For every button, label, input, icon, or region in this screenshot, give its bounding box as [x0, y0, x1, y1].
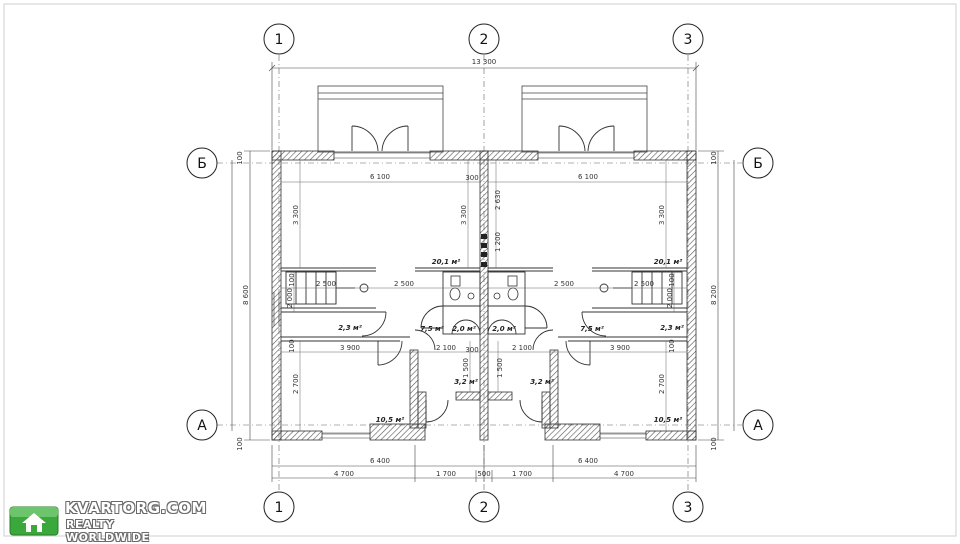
dim-room-width-left: 6 100: [370, 173, 390, 181]
dim-bottom-4700-left: 4 700: [334, 470, 354, 478]
dim-overall-top: 13 300: [472, 58, 497, 66]
area-entry-right: 3,2 м²: [530, 378, 555, 386]
grid-label-bottom-1: 1: [275, 500, 284, 516]
dim-bottom-4700-right: 4 700: [614, 470, 634, 478]
dim-stair-height-right: 2 000: [666, 288, 674, 308]
terrace-right: [521, 85, 648, 153]
windows: [273, 292, 646, 435]
grid-bubbles: [186, 23, 774, 523]
dim-room-width-right: 6 100: [578, 173, 598, 181]
dim-bottom-6400-left: 6 400: [370, 457, 390, 465]
grid-label-top-1: 1: [275, 32, 284, 48]
grid-bubble-top-1: [263, 23, 295, 55]
dim-stair-height-left: 2 000: [286, 288, 294, 308]
watermark-subtitle: REALTY WORLDWIDE: [66, 518, 150, 544]
dim-corridor-mid-left: 1 500: [462, 358, 470, 378]
dim-wall-100-tl: 100: [288, 273, 296, 286]
vent-shafts: [481, 234, 487, 267]
dim-wall-100-bl: 100: [288, 339, 296, 352]
grid-bubble-top-3: [672, 23, 704, 55]
toilet-left: [450, 275, 461, 287]
dim-stair-left: 2 500: [316, 280, 336, 288]
side-dimension-lines: [231, 150, 735, 441]
grid-label-right-a: А: [753, 418, 763, 434]
dim-hall-right: 2 500: [554, 280, 574, 288]
grid-bubble-right-b: [742, 147, 774, 179]
grid-label-left-b: Б: [197, 156, 207, 172]
grid-bubble-right-a: [742, 409, 774, 441]
dim-corridor-left: 2 100: [436, 344, 456, 352]
dim-wall-100-br: 100: [668, 339, 676, 352]
doors: [351, 125, 615, 423]
grid-bubble-top-2: [468, 23, 500, 55]
bottom-dimension-lines: [271, 445, 697, 482]
dim-bed-width-right: 3 900: [610, 344, 630, 352]
dimension-labels: 6 100 6 100 3 300 3 300 3 300 2 630 1 20…: [236, 151, 718, 478]
dim-bottom-6400-right: 6 400: [578, 457, 598, 465]
area-bed-left: 10,5 м²: [376, 416, 405, 424]
room-area-labels: 20,1 м² 20,1 м² 2,3 м² 2,3 м² 7,5 м² 7,5…: [338, 258, 685, 424]
dim-mid-upper: 2 630: [494, 190, 502, 210]
dim-mid-lower: 1 200: [494, 232, 502, 252]
area-hall-left: 7,5 м²: [420, 325, 445, 333]
dim-corridor-mid-right: 1 500: [496, 358, 504, 378]
area-bed-right: 10,5 м²: [654, 416, 683, 424]
grid-bubble-bottom-1: [263, 491, 295, 523]
sheet-frame: [3, 3, 957, 537]
top-dimension-line: [268, 62, 700, 150]
dim-living-height-mid: 3 300: [460, 205, 468, 225]
dim-bed-height-left: 2 700: [292, 374, 300, 394]
grid-label-bottom-3: 3: [684, 500, 693, 516]
dim-side-100-c: 100: [710, 151, 718, 164]
terraces: [317, 85, 648, 153]
house-logo-icon: [9, 506, 59, 536]
interior-partitions: [281, 267, 687, 342]
interior-dimension-lines: [281, 160, 687, 431]
watermark-title: KVARTORG.COM: [65, 499, 207, 517]
dim-side-100-b: 100: [236, 437, 244, 450]
dim-wall-100-tr: 100: [668, 273, 676, 286]
grid-bubble-bottom-3: [672, 491, 704, 523]
grid-bubble-left-b: [186, 147, 218, 179]
dim-bed-width-left: 3 900: [340, 344, 360, 352]
area-living-left: 20,1 м²: [432, 258, 461, 266]
grid-label-right-b: Б: [753, 156, 763, 172]
dim-bottom-1700-left: 1 700: [436, 470, 456, 478]
grid-bubble-left-a: [186, 409, 218, 441]
area-wc-left: 2,0 м²: [452, 325, 477, 333]
exterior-walls: [271, 150, 697, 441]
area-stair-left: 2,3 м²: [338, 324, 363, 332]
toilet-right: [507, 275, 518, 287]
dim-wall-300-b: 300: [465, 346, 478, 354]
dim-corridor-right: 2 100: [512, 344, 532, 352]
grid-label-left-a: А: [197, 418, 207, 434]
dim-living-height-left: 3 300: [292, 205, 300, 225]
area-entry-left: 3,2 м²: [454, 378, 479, 386]
area-wc-right: 2,0 м²: [492, 325, 517, 333]
area-hall-right: 7,5 м²: [580, 325, 605, 333]
dim-living-height-right: 3 300: [658, 205, 666, 225]
dim-bed-height-right: 2 700: [658, 374, 666, 394]
grid-label-top-3: 3: [684, 32, 693, 48]
area-living-right: 20,1 м²: [654, 258, 683, 266]
dim-bottom-1700-right: 1 700: [512, 470, 532, 478]
dim-side-100-d: 100: [710, 437, 718, 450]
watermark-logo: KVARTORG.COM REALTY WORLDWIDE: [8, 497, 206, 544]
grid-label-top-2: 2: [480, 32, 489, 48]
dim-stair-right: 2 500: [634, 280, 654, 288]
area-stair-right: 2,3 м²: [660, 324, 685, 332]
dim-wall-300-a: 300: [465, 174, 478, 182]
dim-bottom-500: 500: [477, 470, 490, 478]
dim-hall-left: 2 500: [394, 280, 414, 288]
dim-height-left: 8 600: [242, 285, 250, 305]
terrace-left: [317, 85, 444, 153]
grid-label-bottom-2: 2: [480, 500, 489, 516]
dim-side-100-a: 100: [236, 151, 244, 164]
dim-height-right: 8 200: [710, 285, 718, 305]
grid-bubble-bottom-2: [468, 491, 500, 523]
